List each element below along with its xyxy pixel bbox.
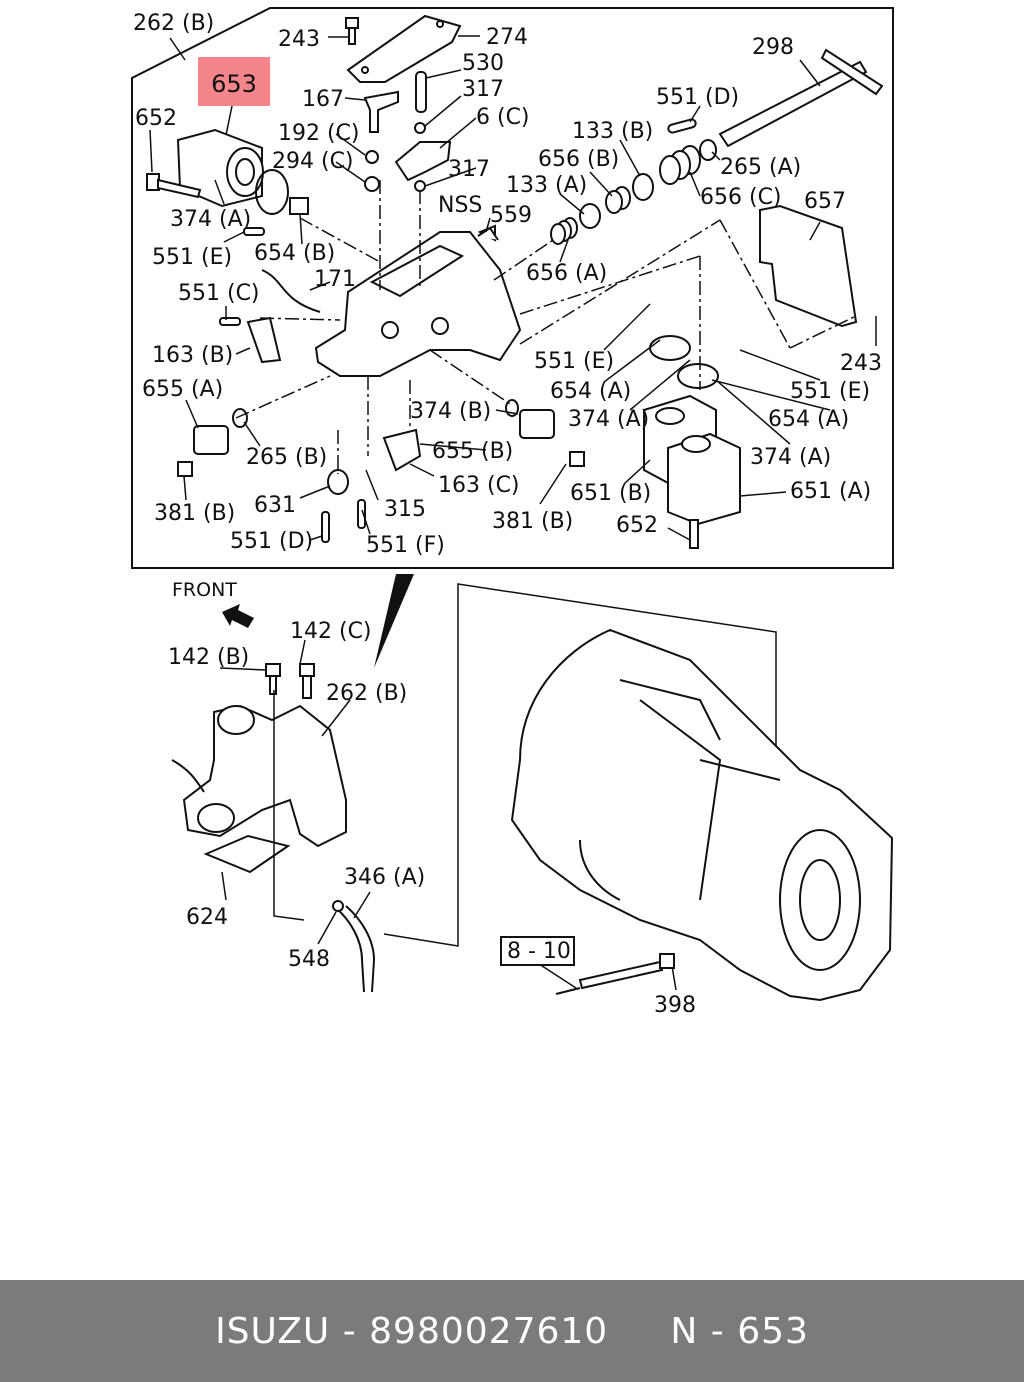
callout-8-10: 8 - 10 <box>507 939 571 964</box>
callout-374a-mid: 374 (A) <box>568 407 649 432</box>
callout-656a: 656 (A) <box>526 261 607 286</box>
callout-652-bottom: 652 <box>616 513 658 538</box>
footer-part-info: ISUZU - 8980027610 N - 653 <box>215 1310 809 1352</box>
callout-298: 298 <box>752 35 794 60</box>
part-653-actuator <box>176 128 289 215</box>
callout-654b: 654 (B) <box>254 241 335 266</box>
callout-171: 171 <box>314 267 356 292</box>
part-346a-hose <box>332 900 376 993</box>
callout-551c: 551 (C) <box>178 281 260 306</box>
callout-624: 624 <box>186 905 228 930</box>
callout-265b: 265 (B) <box>246 445 327 470</box>
callout-317-a: 317 <box>462 77 504 102</box>
callout-315: 315 <box>384 497 426 522</box>
callout-front: FRONT <box>172 579 237 601</box>
part-243-bolt <box>345 17 359 45</box>
callout-317-b: 317 <box>448 157 490 182</box>
leader-lines <box>149 35 877 541</box>
highlight-label: 653 <box>211 70 257 98</box>
part-167-lever <box>363 71 427 134</box>
guide-lines <box>235 180 857 474</box>
part-171-wire <box>261 269 321 313</box>
callout-551d-top: 551 (D) <box>656 85 739 110</box>
callout-163c: 163 (C) <box>438 473 520 498</box>
exploded-view-frame <box>131 7 894 569</box>
callout-530: 530 <box>462 51 504 76</box>
part-551d-pin <box>667 118 697 134</box>
callout-142b: 142 (B) <box>168 645 249 670</box>
callout-651b: 651 (B) <box>570 481 651 506</box>
callout-551e-mid: 551 (E) <box>534 349 614 374</box>
callout-654a-mid: 654 (A) <box>550 379 631 404</box>
pointer-wedge <box>374 574 414 668</box>
callout-265a: 265 (A) <box>720 155 801 180</box>
callout-656c: 656 (C) <box>700 185 782 210</box>
callout-551d-bottom: 551 (D) <box>230 529 313 554</box>
callout-243-right: 243 <box>840 351 882 376</box>
callout-559: 559 <box>490 203 532 228</box>
callout-656b: 656 (B) <box>538 147 619 172</box>
callout-655b: 655 (B) <box>432 439 513 464</box>
callout-551f: 551 (F) <box>366 533 445 558</box>
callout-374a-left: 374 (A) <box>170 207 251 232</box>
part-262b-module <box>171 704 347 874</box>
callout-657: 657 <box>804 189 846 214</box>
callout-381b-left: 381 (B) <box>154 501 235 526</box>
callout-262b-lower: 262 (B) <box>326 681 407 706</box>
callout-133a: 133 (A) <box>506 173 587 198</box>
callout-654a-right: 654 (A) <box>768 407 849 432</box>
parts-diagram: 653 <box>131 7 894 1018</box>
callout-192c: 192 (C) <box>278 121 360 146</box>
callout-163b: 163 (B) <box>152 343 233 368</box>
part-274-cover <box>346 14 462 83</box>
part-nss-housing <box>314 224 522 377</box>
callout-631: 631 <box>254 493 296 518</box>
callout-nss: NSS <box>438 193 482 218</box>
callout-243-top: 243 <box>278 27 320 52</box>
front-arrow <box>222 604 254 628</box>
callout-374a-right: 374 (A) <box>750 445 831 470</box>
callout-551e-left: 551 (E) <box>152 245 232 270</box>
lower-bracket-lines <box>219 583 777 991</box>
part-298-rod <box>718 48 884 148</box>
callout-651a: 651 (A) <box>790 479 871 504</box>
callout-655a: 655 (A) <box>142 377 223 402</box>
part-misc-small <box>177 197 585 543</box>
part-springs <box>550 139 717 245</box>
part-655-sensors <box>193 399 555 455</box>
part-651-actuators <box>643 335 741 549</box>
callout-274: 274 <box>486 25 528 50</box>
callout-167: 167 <box>302 87 344 112</box>
callout-262b-top: 262 (B) <box>133 11 214 36</box>
callout-346a: 346 (A) <box>344 865 425 890</box>
ref-box-8-10 <box>500 936 575 966</box>
part-657-plate <box>759 204 858 328</box>
callout-6c: 6 (C) <box>476 105 530 130</box>
callout-381b-right: 381 (B) <box>492 509 573 534</box>
highlight-box <box>198 57 270 106</box>
part-652-bolt <box>146 173 202 199</box>
part-142-bolts <box>265 663 315 699</box>
callout-652-left: 652 <box>135 106 177 131</box>
callout-551e-right: 551 (E) <box>790 379 870 404</box>
footer-bar: ISUZU - 8980027610 N - 653 <box>0 1280 1024 1382</box>
callout-294c: 294 (C) <box>272 149 354 174</box>
callout-142c: 142 (C) <box>290 619 372 644</box>
callout-374b: 374 (B) <box>410 399 491 424</box>
transmission-case <box>510 628 894 1002</box>
callout-398: 398 <box>654 993 696 1018</box>
callout-133b: 133 (B) <box>572 119 653 144</box>
part-6c-arm <box>364 141 452 192</box>
part-398-sensor <box>555 953 675 995</box>
callout-548: 548 <box>288 947 330 972</box>
